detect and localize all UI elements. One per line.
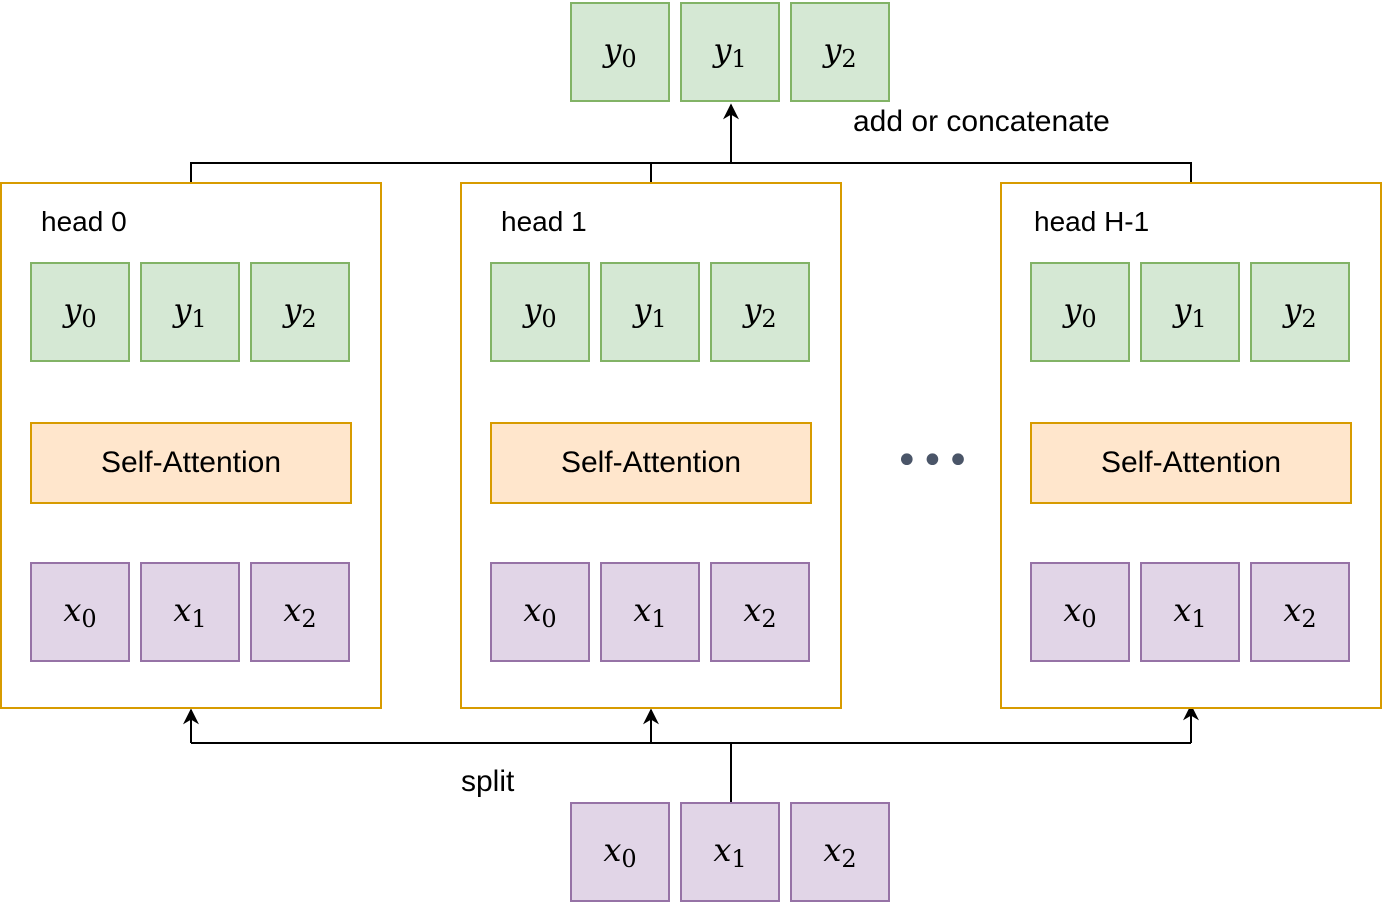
head-last-input-x0: x0	[1030, 562, 1130, 662]
combine-label: add or concatenate	[853, 105, 1110, 138]
head-0-output-y0: y0	[30, 262, 130, 362]
head-0-input-x0: x0	[30, 562, 130, 662]
head-last-input-x1: x1	[1140, 562, 1240, 662]
head-1-input-x1: x1	[600, 562, 700, 662]
final-output-token-y2: y2	[790, 2, 890, 102]
head-0-self-attention-block: Self-Attention	[30, 422, 352, 504]
head-1-title: head 1	[501, 206, 587, 237]
combine-line-head-0	[190, 162, 731, 183]
split-label: split	[461, 765, 515, 798]
head-last-output-y2: y2	[1250, 262, 1350, 362]
head-1-self-attention-block: Self-Attention	[490, 422, 812, 504]
head-0-input-x2: x2	[250, 562, 350, 662]
head-0-title: head 0	[41, 206, 127, 237]
head-1-output-y1: y1	[600, 262, 700, 362]
head-last-self-attention-block: Self-Attention	[1030, 422, 1352, 504]
head-0-output-y2: y2	[250, 262, 350, 362]
head-last-input-x2: x2	[1250, 562, 1350, 662]
initial-input-token-x0: x0	[570, 802, 670, 902]
head-1-output-y0: y0	[490, 262, 590, 362]
head-last-output-y0: y0	[1030, 262, 1130, 362]
head-1-input-x2: x2	[710, 562, 810, 662]
initial-input-token-x1: x1	[680, 802, 780, 902]
more-heads-ellipsis: •••	[895, 438, 972, 484]
final-output-token-y1: y1	[680, 2, 780, 102]
combine-line-head-last	[731, 162, 1192, 183]
head-1-input-x0: x0	[490, 562, 590, 662]
initial-input-token-x2: x2	[790, 802, 890, 902]
head-0-input-x1: x1	[140, 562, 240, 662]
head-last-output-y1: y1	[1140, 262, 1240, 362]
head-1-output-y2: y2	[710, 262, 810, 362]
final-output-token-y0: y0	[570, 2, 670, 102]
head-0-output-y1: y1	[140, 262, 240, 362]
head-last-title: head H-1	[1034, 206, 1150, 237]
